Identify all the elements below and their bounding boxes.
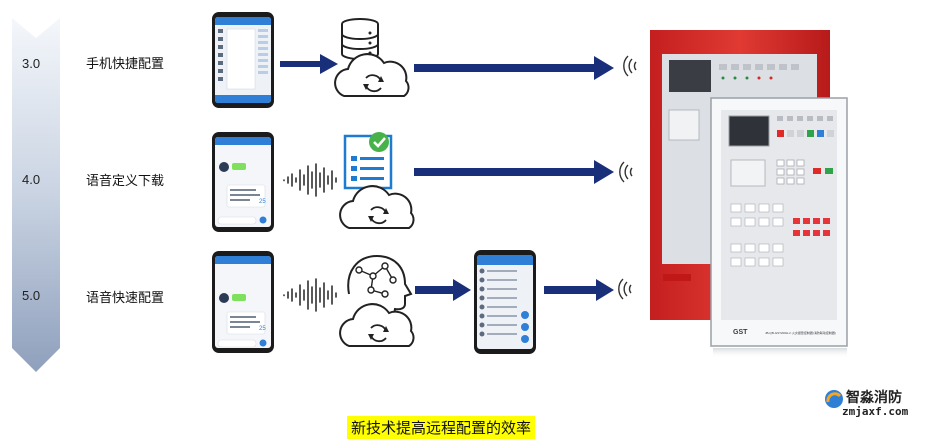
arrow-icon (280, 54, 338, 74)
phone-app-list (212, 12, 274, 108)
company-logo-icon (825, 390, 843, 408)
arrow-icon (414, 160, 614, 184)
svg-text:25: 25 (259, 326, 266, 332)
voice-waveform-icon (283, 278, 337, 312)
arrow-icon (414, 56, 614, 80)
row-label-voice-download: 语音定义下载 (86, 174, 165, 189)
tagline: 新技术提高远程配置的效率 (347, 416, 536, 439)
row-label-quick-config: 手机快捷配置 (86, 57, 165, 72)
arrow-icon (415, 279, 471, 301)
timeline-band (12, 18, 60, 372)
phone-voice-config: 25 (212, 251, 274, 353)
svg-text:25: 25 (259, 199, 266, 205)
database-cloud-icon (334, 18, 410, 97)
wireless-icon (623, 55, 637, 77)
logo-url: zmjaxf.com (842, 405, 909, 418)
logo-name: 智淼消防 (846, 390, 902, 406)
phone-voice-chat: 25 (212, 132, 274, 232)
phone-config-result (474, 250, 536, 354)
ai-head-cloud-icon (339, 254, 415, 347)
arrow-icon (544, 279, 614, 301)
version-3-0: 3.0 (22, 56, 41, 71)
checklist-cloud-icon (339, 132, 415, 229)
version-4-0: 4.0 (22, 172, 41, 187)
wireless-icon (618, 278, 632, 300)
panel-model: JB-QB-GST200H-2·火灾报警控制器(消防联动控制器) (765, 330, 836, 335)
panel-brand: GST (733, 329, 748, 336)
version-5-0: 5.0 (22, 288, 41, 303)
voice-waveform-icon (283, 163, 337, 197)
row-label-voice-config: 语音快速配置 (86, 291, 165, 306)
wireless-icon (619, 161, 633, 183)
fire-alarm-panel-image: GST JB-QB-GST200H-2·火灾报警控制器(消防联动控制器) (650, 30, 848, 358)
